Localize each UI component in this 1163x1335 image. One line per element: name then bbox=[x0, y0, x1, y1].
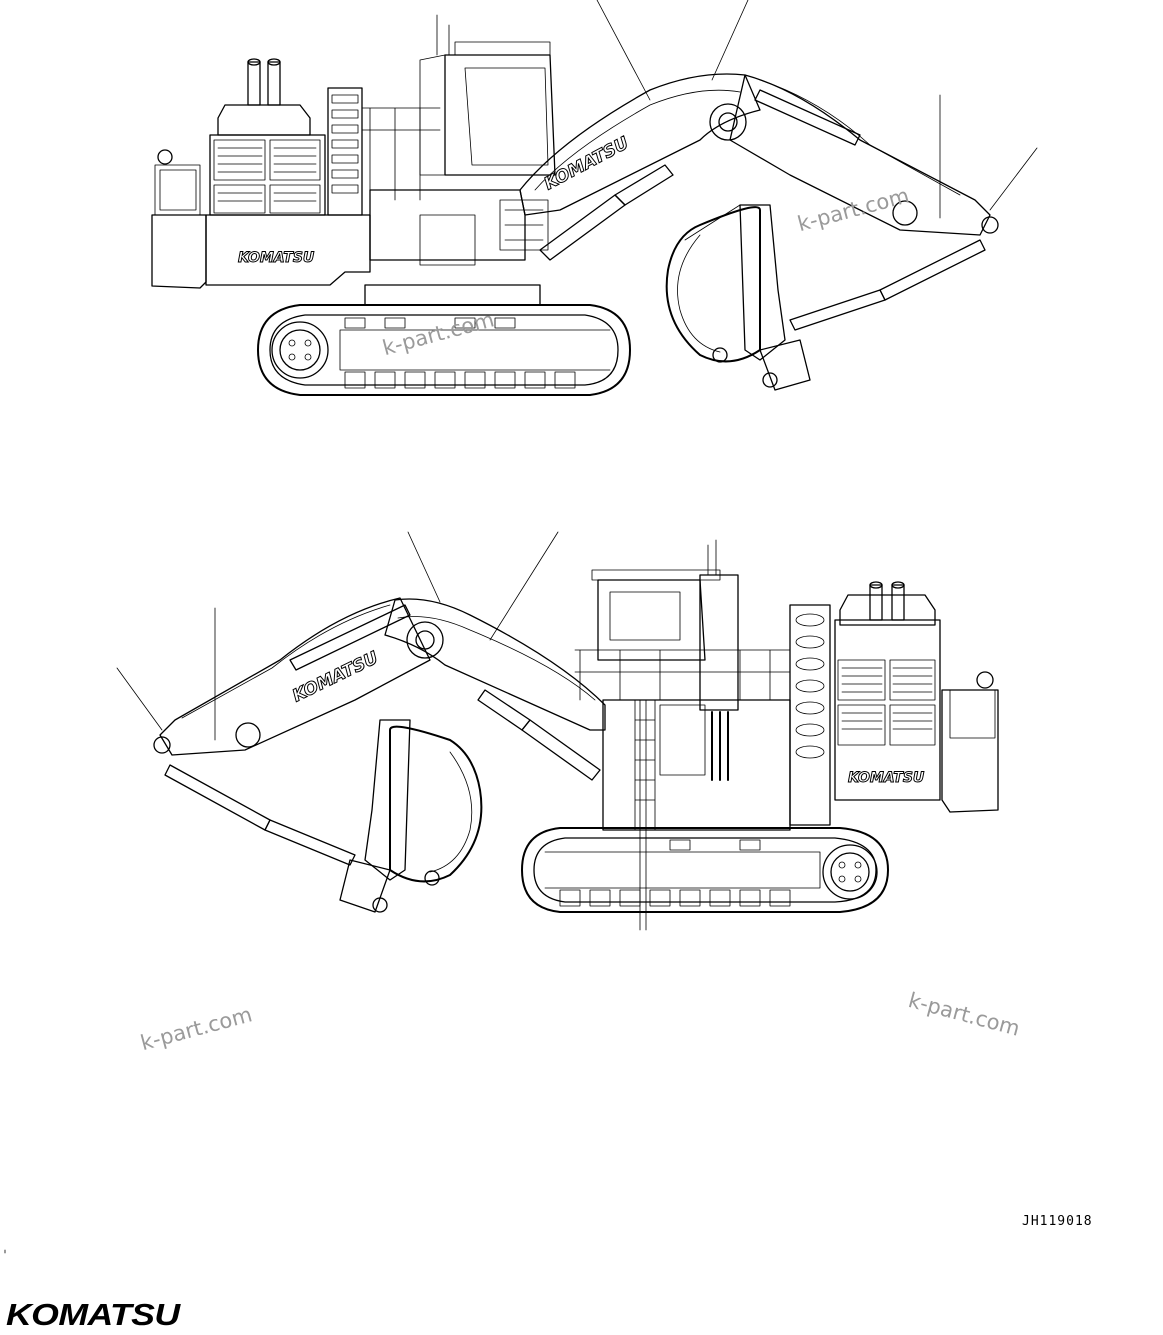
komatsu-logo: KOMATSU bbox=[6, 1297, 180, 1332]
housing-decal-2: KOMATSU bbox=[848, 770, 925, 786]
boom-decal-2: KOMATSU bbox=[289, 648, 381, 707]
drawing-code-label: JH119018 bbox=[1022, 1214, 1093, 1229]
bottom-excavator-view: KOMATSU KOMATSU bbox=[116, 531, 999, 931]
housing-decal: KOMATSU bbox=[238, 250, 315, 266]
